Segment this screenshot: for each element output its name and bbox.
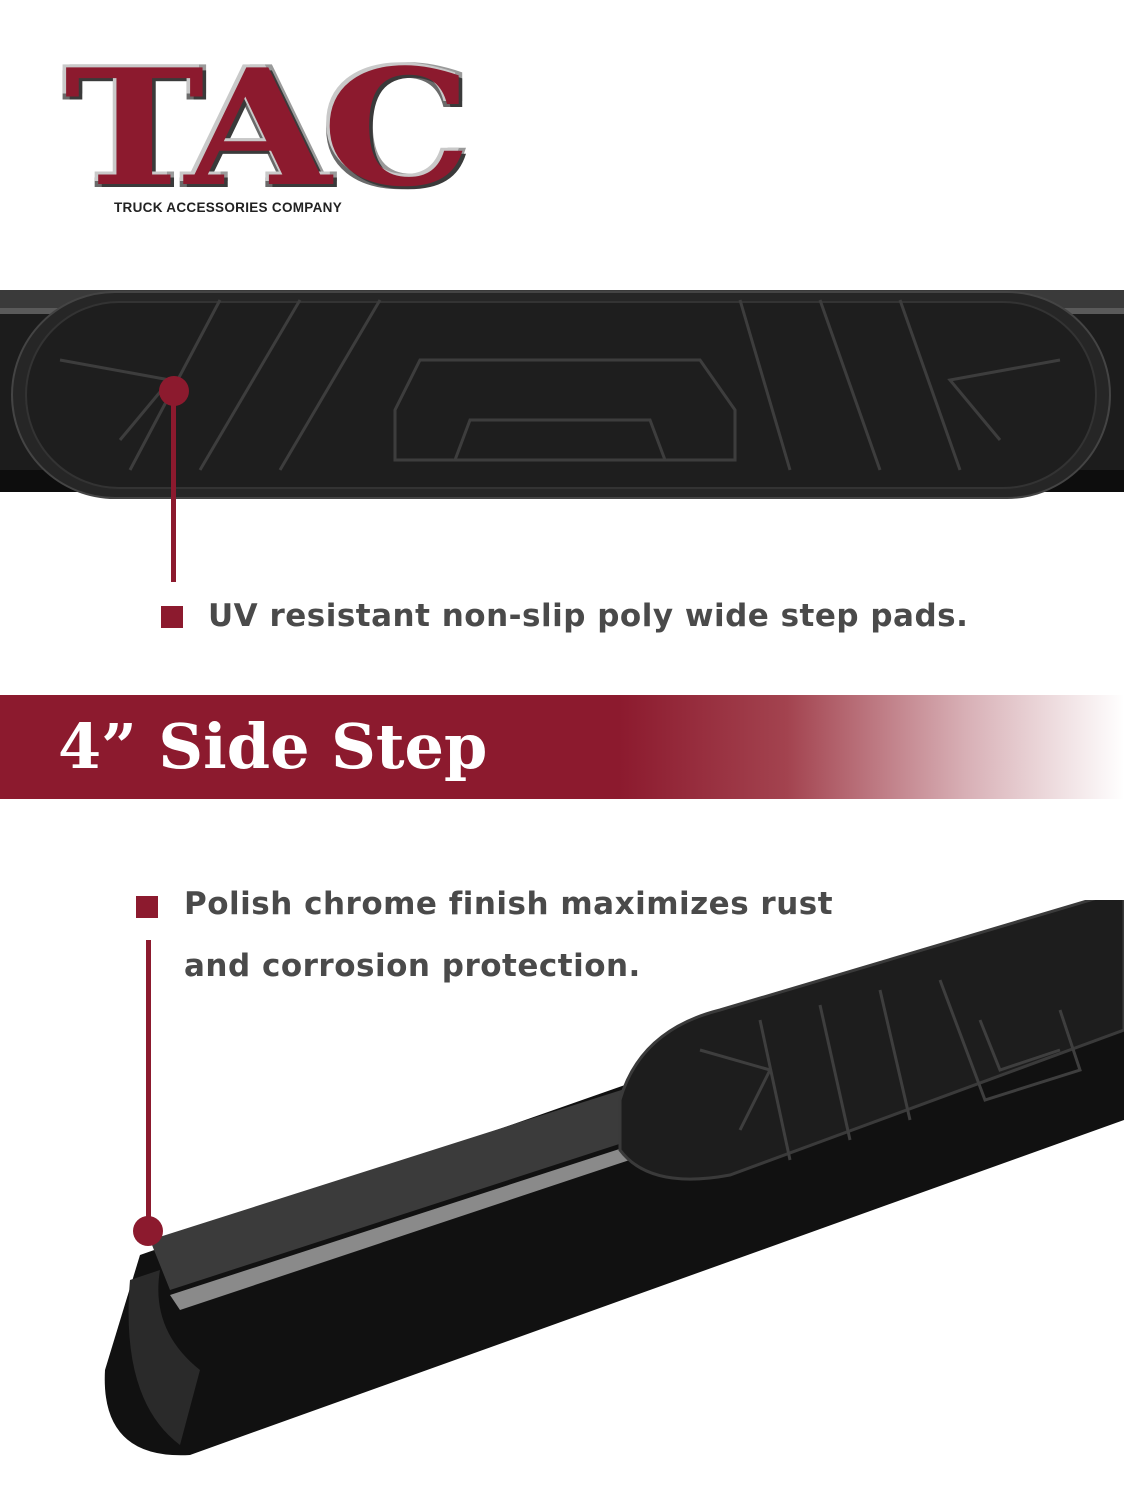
logo-tagline: TRUCK ACCESSORIES COMPANY: [114, 200, 343, 215]
callout-line-finish: [146, 940, 151, 1230]
feature-finish-line1: Polish chrome finish maximizes rust: [184, 886, 834, 922]
tac-logo: TAC TRUCK ACCESSORIES COMPANY: [64, 48, 472, 218]
title-banner: 4” Side Step: [0, 695, 1124, 799]
bullet-step-pad: [161, 606, 183, 628]
callout-line-step-pad: [171, 392, 176, 582]
step-pad-closeup-image: [0, 290, 1124, 499]
callout-dot-finish: [133, 1216, 163, 1246]
side-step-angled-image: [104, 900, 1124, 1456]
feature-finish-line2: and corrosion protection.: [184, 948, 641, 984]
bullet-finish: [136, 896, 158, 918]
feature-step-pad-text: UV resistant non-slip poly wide step pad…: [208, 598, 969, 634]
banner-title: 4” Side Step: [58, 710, 488, 783]
logo-letters: TAC: [64, 34, 472, 222]
